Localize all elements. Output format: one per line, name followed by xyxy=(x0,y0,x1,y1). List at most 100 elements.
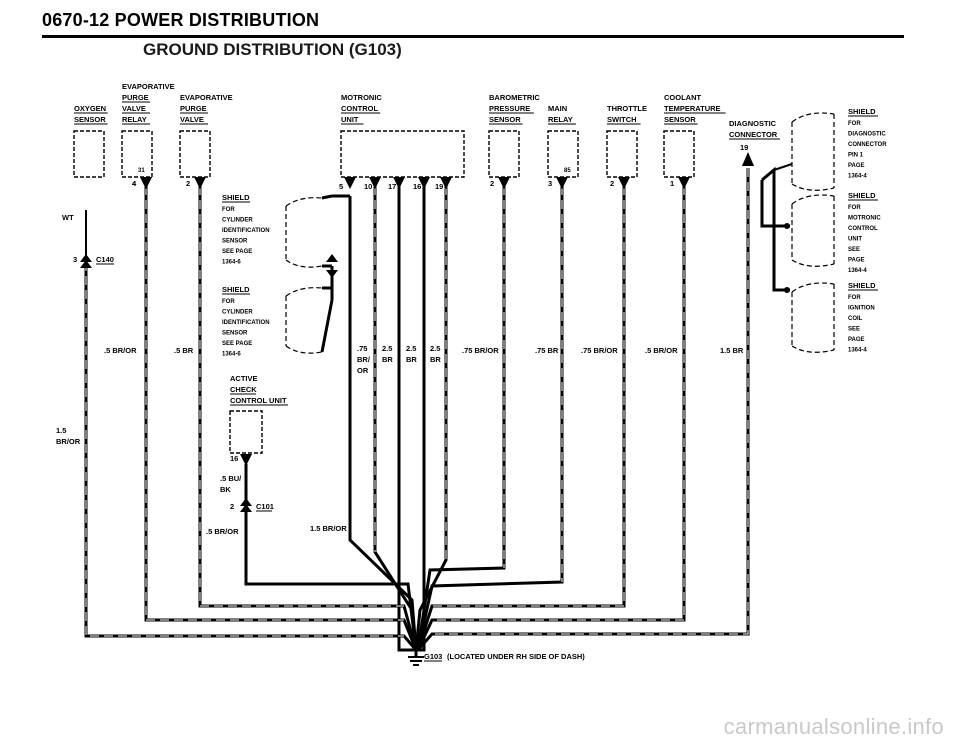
shield-right-3-line-3: COIL xyxy=(848,316,863,322)
main_relay-inner-pin: 85 xyxy=(564,168,571,174)
motronic-pin-17: 17 xyxy=(388,182,396,191)
wire-label-w15: 1.5 BR/OR xyxy=(310,524,347,533)
shield-left-1-line-3: IDENTIFICATION xyxy=(222,228,270,234)
shield-right-1-line-6: 1364-4 xyxy=(848,174,867,180)
evap_valve-label-2: PURGE xyxy=(180,104,207,113)
wire-motronic-16 xyxy=(416,186,426,652)
ground-g103 xyxy=(408,650,424,666)
shield-right-1-line-4: PIN 1 xyxy=(848,153,864,159)
evap_relay-inner-pin: 31 xyxy=(138,168,145,174)
main_relay-box xyxy=(547,130,579,178)
wire-label-w2: .5 BR xyxy=(174,346,194,355)
baro-box xyxy=(488,130,520,178)
throttle-label-2: SWITCH xyxy=(607,115,637,124)
shield-left-2-line-3: IDENTIFICATION xyxy=(222,320,270,326)
c101-label: C101 xyxy=(256,502,274,511)
evap_relay-label-3: VALVE xyxy=(122,104,146,113)
section-title: GROUND DISTRIBUTION (G103) xyxy=(143,40,402,59)
shield-right-2-line-5: SEE xyxy=(848,247,860,253)
c140-pin: 3 xyxy=(73,255,77,264)
shield-left-1-line-4: SENSOR xyxy=(222,239,248,245)
wire-label-w1: .5 BR/OR xyxy=(104,346,137,355)
wire-label-w5b: BR xyxy=(406,355,417,364)
evap_valve-pin-arrow xyxy=(194,177,206,189)
shield-right-splice-1 xyxy=(784,223,790,229)
c140-label: C140 xyxy=(96,255,114,264)
motronic-pin-arrow-16 xyxy=(418,177,430,189)
shield-right-1-line-3: CONNECTOR xyxy=(848,142,887,148)
ground-wires xyxy=(84,163,793,652)
shield-right-3-outline xyxy=(791,282,835,353)
wt-label: WT xyxy=(62,213,74,222)
evap_relay-label-1: EVAPORATIVE xyxy=(122,82,175,91)
wire-label-w12a: 1.5 xyxy=(56,426,66,435)
shield-right-3-line-1: FOR xyxy=(848,295,861,301)
active-check-pin-arrow xyxy=(240,454,252,466)
evap_relay-label-2: PURGE xyxy=(122,93,149,102)
wire-shield-ignition xyxy=(761,166,790,292)
coolant-pin: 1 xyxy=(670,179,674,188)
wire-coolant xyxy=(416,186,686,651)
component-layer: OXYGENSENSOR4EVAPORATIVEPURGEVALVERELAY3… xyxy=(73,82,726,189)
wire-diagnostic xyxy=(416,168,750,651)
throttle-pin: 2 xyxy=(610,179,614,188)
ground-note: (LOCATED UNDER RH SIDE OF DASH) xyxy=(447,652,585,661)
main_relay-label-1: MAIN xyxy=(548,104,567,113)
shield-right-1-line-1: FOR xyxy=(848,121,861,127)
throttle-pin-arrow xyxy=(618,177,630,189)
shield-left-2-line-1: FOR xyxy=(222,299,235,305)
main_relay-pin-arrow xyxy=(556,177,568,189)
shield-left-1-line-2: CYLINDER xyxy=(222,218,253,224)
evap_valve-label-1: EVAPORATIVE xyxy=(180,93,233,102)
wire-baro xyxy=(416,186,506,651)
coolant-label-2: TEMPERATURE xyxy=(664,104,721,113)
active-check-label-3: CONTROL UNIT xyxy=(230,396,287,405)
diagnostic-label-1: DIAGNOSTIC xyxy=(729,119,777,128)
motronic-pin-19: 19 xyxy=(435,182,443,191)
wire-label-w3b: BR/ xyxy=(357,355,371,364)
page-title: 0670-12 POWER DISTRIBUTION xyxy=(42,10,320,30)
diagnostic-pin: 19 xyxy=(740,143,748,152)
shield-left-ties xyxy=(320,194,334,353)
wire-hatching xyxy=(85,168,749,637)
wire-main-relay xyxy=(416,186,564,651)
motronic-pin-arrow-10 xyxy=(369,177,381,189)
motronic-label-2: CONTROL xyxy=(341,104,378,113)
diagnostic-pin-arrow xyxy=(742,152,754,166)
wire-label-w12b: BR/OR xyxy=(56,437,81,446)
wire-label-w3c: OR xyxy=(357,366,369,375)
wire-motronic-19 xyxy=(414,186,448,651)
motronic-pin-16: 16 xyxy=(413,182,421,191)
wire-label-w6b: BR xyxy=(430,355,441,364)
active-check-label-1: ACTIVE xyxy=(230,374,258,383)
coolant-label-3: SENSOR xyxy=(664,115,696,124)
diagnostic-label-2: CONNECTOR xyxy=(729,130,778,139)
evap_relay-box xyxy=(121,130,153,178)
oxygen-pin: 4 xyxy=(132,179,137,188)
evap_valve-label-3: VALVE xyxy=(180,115,204,124)
shield-left-1-line-6: 1364-6 xyxy=(222,260,241,266)
shield-right-3-line-6: 1364-4 xyxy=(848,348,867,354)
shield-right-2-line-6: PAGE xyxy=(848,258,865,264)
wire-label-w5a: 2.5 xyxy=(406,344,416,353)
ground-name: G103 xyxy=(424,652,442,661)
wire-active-check xyxy=(244,464,418,651)
throttle-label-1: THROTTLE xyxy=(607,104,647,113)
wire-shield-motronic xyxy=(760,180,790,228)
oxygen-box xyxy=(73,130,105,178)
shield-right-3-line-5: PAGE xyxy=(848,337,865,343)
motronic-pin-arrow-17 xyxy=(393,177,405,189)
title-rule xyxy=(42,35,904,38)
wire-label-w7: .75 BR/OR xyxy=(462,346,499,355)
motronic-pin-arrow-5 xyxy=(344,177,356,189)
motronic-pin-10: 10 xyxy=(364,182,372,191)
shield-right-2-line-4: UNIT xyxy=(848,237,862,243)
shield-right-3-title: SHIELD xyxy=(848,281,876,290)
baro-pin-arrow xyxy=(498,177,510,189)
wire-label-w9: .75 BR/OR xyxy=(581,346,618,355)
oxygen-label-1: OXYGEN xyxy=(74,104,106,113)
shield-left-2-line-6: 1364-6 xyxy=(222,352,241,358)
